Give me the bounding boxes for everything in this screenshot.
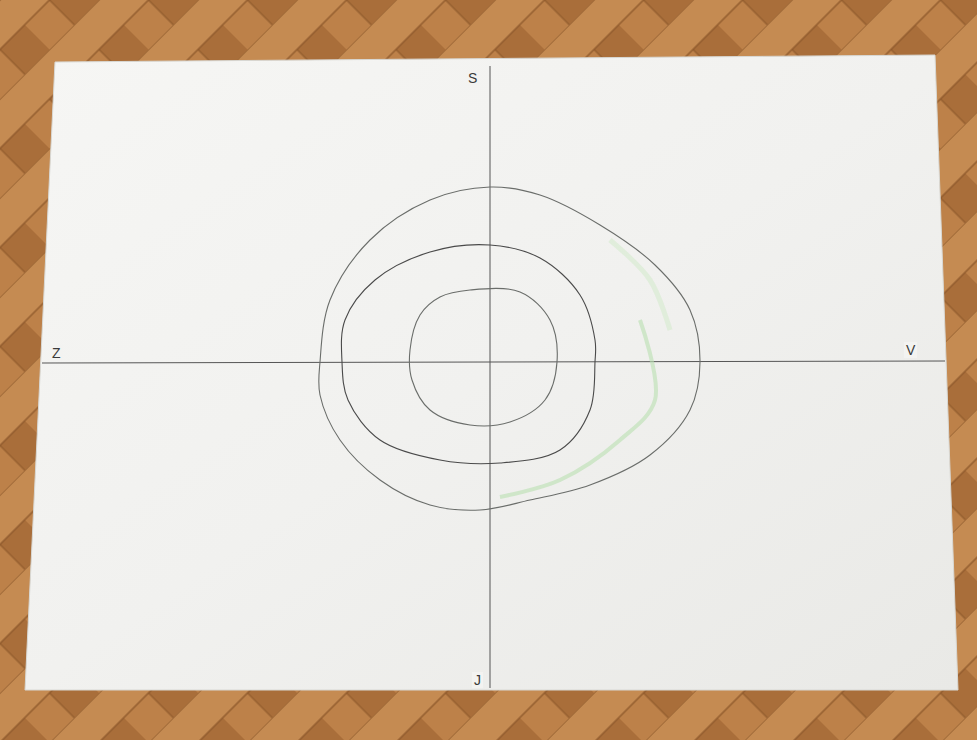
compass-letter: S [466, 70, 479, 86]
compass-letter: Z [50, 345, 63, 361]
compass-letter: V [904, 342, 917, 358]
green-tint [610, 240, 670, 330]
green-tint [500, 320, 656, 497]
north-south-axis [490, 66, 491, 688]
contour-line [319, 187, 700, 510]
compass-letter: J [472, 672, 483, 688]
west-east-axis [42, 361, 945, 363]
contour-line [341, 245, 595, 464]
contour-line [409, 288, 557, 426]
paper-sheet [25, 55, 958, 690]
